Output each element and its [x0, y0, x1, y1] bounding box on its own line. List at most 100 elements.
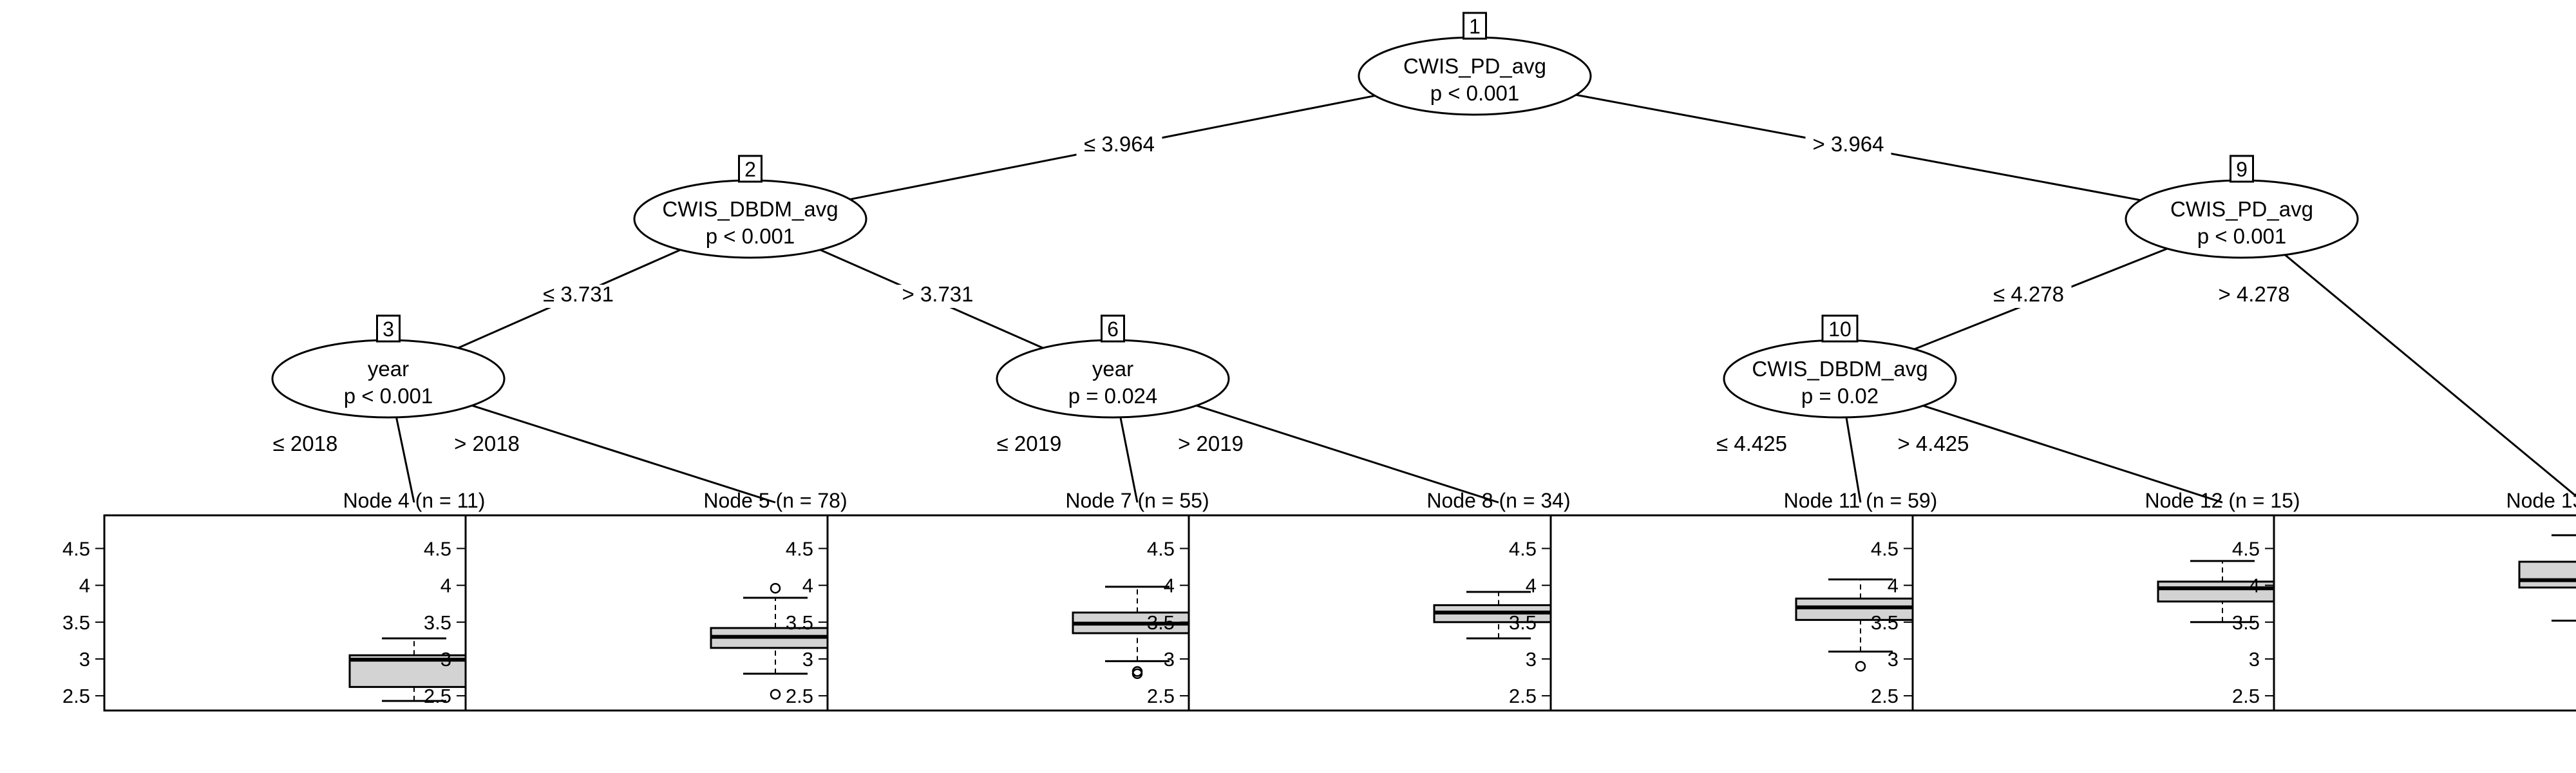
p-value: p < 0.001: [2197, 224, 2287, 248]
edge-label-10-11: ≤ 4.425: [1709, 432, 1795, 457]
edge-label-1-9: > 3.964: [1805, 132, 1891, 158]
split-variable: CWIS_DBDM_avg: [662, 197, 838, 221]
edge-label-9-13: > 4.278: [2211, 282, 2297, 308]
node-id-box: [376, 314, 401, 343]
split-value: ≤ 2019: [997, 432, 1062, 455]
y-tick-label: 2.5: [786, 685, 813, 707]
y-tick-label: 4: [1164, 575, 1175, 597]
y-tick-label: 4.5: [1509, 537, 1537, 560]
p-value: p < 0.001: [344, 384, 433, 408]
edge-label-3-5: > 2018: [450, 432, 524, 457]
node-id: 2: [744, 158, 756, 181]
split-value: ≤ 2018: [273, 432, 338, 455]
edge-10-11: [1845, 417, 1862, 503]
y-tick-label: 4: [440, 575, 451, 597]
edge-labels: ≤ 3.964 > 3.964 ≤ 3.731 > 3.731 ≤ 2018 > 2018…: [268, 132, 2297, 457]
node-id-box: [1101, 314, 1125, 343]
split-value: > 3.964: [1812, 132, 1884, 156]
outlier-point: [770, 689, 781, 700]
y-tick-label: 4: [1888, 575, 1899, 597]
y-tick-label: 3: [440, 648, 451, 671]
panel-title: Node 13 (n = 18): [2506, 489, 2576, 512]
y-tick-label: 4.5: [1871, 537, 1899, 560]
split-variable: CWIS_DBDM_avg: [1752, 357, 1927, 381]
y-tick-label: 4.5: [2232, 537, 2260, 560]
panel-title: Node 5 (n = 78): [703, 489, 847, 512]
node-id-box: [1463, 12, 1487, 40]
edge-6-8: [1196, 405, 1499, 504]
y-tick-label: 2.5: [424, 685, 451, 707]
y-tick-label: 3.5: [62, 611, 90, 634]
p-value: p < 0.001: [706, 224, 795, 248]
edge-10-12: [1922, 405, 2223, 504]
y-tick-label: 3.5: [424, 611, 451, 634]
y-tick-label: 3.5: [1509, 611, 1537, 634]
y-tick-label: 3.5: [1147, 611, 1175, 634]
edge-label-2-3: ≤ 3.731: [535, 282, 621, 308]
y-tick-label: 4.5: [62, 537, 90, 560]
y-tick-label: 2.5: [62, 685, 90, 707]
node-id: 10: [1828, 318, 1852, 341]
node-id: 1: [1469, 15, 1481, 38]
y-tick-label: 2.5: [2232, 685, 2260, 707]
node-id-box: [2230, 155, 2254, 183]
y-tick-label: 2.5: [1871, 685, 1899, 707]
edge-label-6-8: > 2019: [1173, 432, 1248, 457]
split-variable: year: [1092, 357, 1133, 381]
node-id-box: [1821, 314, 1859, 343]
y-tick-label: 3: [2249, 648, 2260, 671]
split-value: > 2019: [1178, 432, 1244, 455]
panel-title: Node 12 (n = 15): [2145, 489, 2300, 512]
split-value: ≤ 3.964: [1084, 132, 1155, 156]
edge-label-2-6: > 3.731: [895, 282, 981, 308]
y-tick-label: 3.5: [786, 611, 813, 634]
y-tick-label: 3: [802, 648, 813, 671]
y-tick-label: 2.5: [1147, 685, 1175, 707]
split-value: ≤ 3.731: [543, 282, 614, 306]
y-tick-label: 4: [79, 575, 90, 597]
panel-title: Node 4 (n = 11): [343, 489, 486, 512]
outlier-point: [770, 582, 781, 594]
y-tick-label: 3: [79, 648, 90, 671]
node-id: 3: [383, 318, 394, 341]
outlier-point: [1132, 666, 1143, 677]
edge-label-9-10: ≤ 4.278: [1985, 282, 2072, 308]
split-value: > 3.731: [902, 282, 973, 306]
split-variable: CWIS_PD_avg: [2170, 197, 2313, 221]
edge-9-13: [2284, 254, 2576, 498]
split-value: > 2018: [454, 432, 520, 455]
y-tick-label: 4.5: [786, 537, 813, 560]
panel-frame: [2273, 514, 2576, 712]
panel-title: Node 11 (n = 59): [1784, 489, 1938, 512]
y-tick-label: 3: [1888, 648, 1899, 671]
iqr-box: [2157, 580, 2288, 603]
edge-3-5: [471, 405, 776, 504]
y-tick-label: 3: [1164, 648, 1175, 671]
node-id: 9: [2236, 158, 2248, 181]
y-tick-label: 4: [2249, 575, 2260, 597]
outlier-point: [1855, 661, 1866, 672]
p-value: p < 0.001: [1430, 81, 1520, 105]
node-id: 6: [1107, 318, 1119, 341]
terminal-panels: Node 4 (n = 11) 2.5 3 3.5 4 4.5 Node 5 (n = 78…: [62, 489, 2576, 712]
edge-label-10-12: > 4.425: [1890, 432, 1976, 457]
edge-6-7: [1119, 417, 1139, 503]
panel-title: Node 7 (n = 55): [1065, 489, 1209, 512]
y-tick-label: 4.5: [424, 537, 451, 560]
split-value: > 4.278: [2218, 282, 2289, 306]
split-value: ≤ 4.425: [1716, 432, 1787, 455]
y-tick-label: 2.5: [1509, 685, 1537, 707]
p-value: p = 0.024: [1068, 384, 1158, 408]
node-id-box: [738, 155, 762, 183]
split-variable: year: [368, 357, 409, 381]
split-value: ≤ 4.278: [1993, 282, 2064, 306]
inner-node-6: 6 year p = 0.024: [996, 314, 1230, 419]
edge-label-3-4: ≤ 2018: [268, 432, 343, 457]
split-value: > 4.425: [1897, 432, 1969, 455]
p-value: p = 0.02: [1801, 384, 1879, 408]
